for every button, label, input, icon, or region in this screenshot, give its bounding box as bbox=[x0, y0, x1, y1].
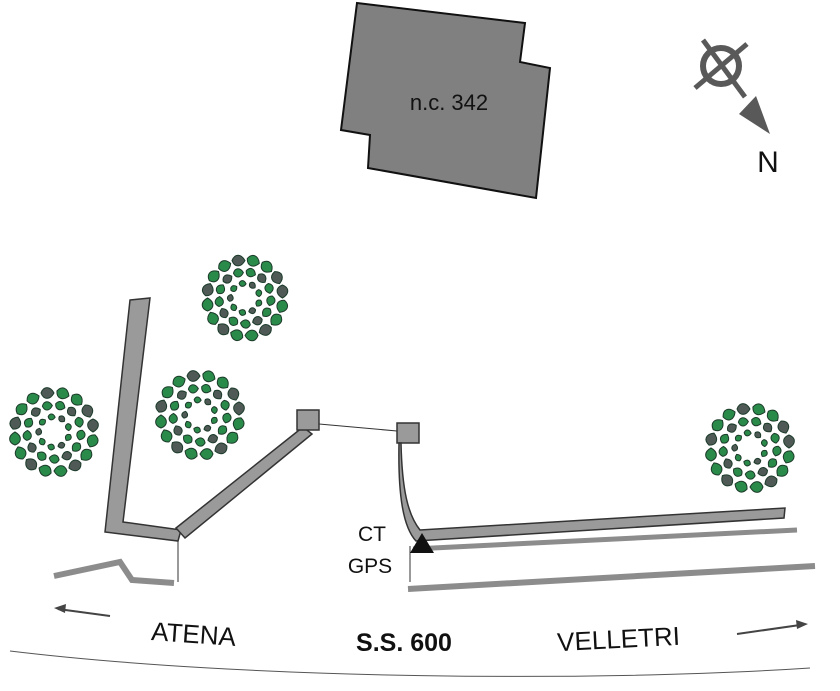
arrow-right-icon bbox=[736, 624, 801, 635]
triangle-marker-icon bbox=[410, 533, 434, 553]
direction-right: VELLETRI bbox=[556, 620, 808, 657]
direction-label-velletri: VELLETRI bbox=[556, 621, 680, 657]
tree-icon bbox=[705, 403, 795, 493]
station-label-gps: GPS bbox=[348, 555, 392, 578]
trees bbox=[9, 254, 795, 493]
wall-right bbox=[396, 422, 786, 582]
compass-icon: N bbox=[693, 38, 779, 179]
tree-icon bbox=[9, 387, 99, 477]
building-label: n.c. 342 bbox=[410, 90, 488, 115]
road-label: S.S. 600 bbox=[356, 629, 452, 657]
gps-station: CT GPS bbox=[348, 523, 434, 578]
north-label: N bbox=[757, 146, 779, 179]
tree-icon bbox=[155, 370, 245, 460]
tree-icon bbox=[201, 254, 289, 342]
road-edges bbox=[9, 527, 816, 677]
arrow-left-icon bbox=[57, 608, 111, 617]
building-nc-342: n.c. 342 bbox=[339, 1, 552, 200]
station-label-ct: CT bbox=[358, 523, 386, 546]
direction-label-atena: ATENA bbox=[150, 616, 237, 652]
wall-diagonal bbox=[174, 409, 398, 582]
direction-left: ATENA bbox=[54, 604, 238, 652]
